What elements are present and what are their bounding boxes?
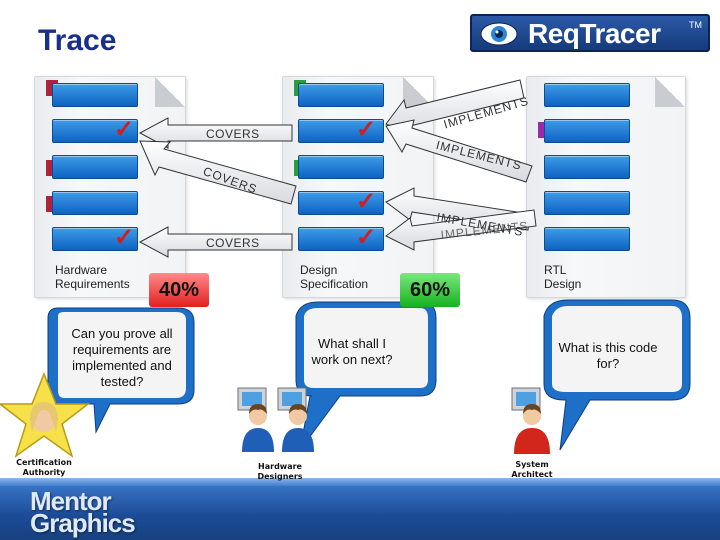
designer-body	[282, 428, 314, 452]
design-coverage-badge: 60%	[400, 273, 460, 307]
covers-label-bottom: COVERS	[206, 236, 260, 250]
requirement-box[interactable]	[52, 191, 138, 215]
system-architect-label: System Architect	[511, 460, 553, 479]
rtl-design-document	[526, 76, 686, 298]
specification-box[interactable]	[298, 83, 384, 107]
logo-trademark: TM	[689, 20, 702, 30]
covers-arrow-bottom	[138, 226, 293, 258]
check-icon: ✓	[356, 188, 377, 215]
design-document-label: Design Specification	[300, 263, 369, 291]
implements-arrow-mid	[385, 119, 533, 183]
requirement-box[interactable]	[52, 227, 138, 251]
code-box[interactable]	[544, 155, 630, 179]
certification-bubble-inner	[58, 312, 186, 398]
system-bubble-inner	[552, 306, 682, 392]
page-title: Trace	[38, 24, 117, 57]
requirement-box[interactable]	[52, 155, 138, 179]
page-fold	[155, 77, 185, 107]
requirement-box[interactable]	[52, 83, 138, 107]
eye-icon	[480, 22, 518, 46]
designer-head	[249, 407, 267, 425]
reqtracer-logo: ReqTracer TM	[470, 14, 710, 52]
rtl-document-label: RTL Design	[544, 263, 582, 291]
certification-question: Can you prove all requirements are imple…	[71, 326, 173, 389]
system-question: What is this code for?	[558, 340, 658, 371]
hardware-coverage-badge: 40%	[149, 273, 209, 307]
check-icon: ✓	[114, 116, 135, 143]
hardware-requirements-document	[34, 76, 186, 298]
architect-body	[514, 428, 550, 454]
specification-box[interactable]	[298, 119, 384, 143]
hardware-bubble-inner	[304, 308, 428, 388]
page-fold	[403, 77, 433, 107]
hardware-question: What shall I work on next?	[311, 336, 393, 367]
footer-bar	[0, 478, 720, 540]
check-icon: ✓	[114, 224, 135, 251]
check-icon: ✓	[356, 116, 377, 143]
certification-authority-label: Certification Authority	[16, 458, 72, 477]
check-icon: ✓	[356, 224, 377, 251]
footer-stripe	[0, 478, 720, 486]
architect-head	[523, 407, 541, 425]
specification-box[interactable]	[298, 155, 384, 179]
code-box[interactable]	[544, 83, 630, 107]
code-box[interactable]	[544, 191, 630, 215]
hardware-designers-label: Hardware Designers	[257, 462, 303, 481]
implements-arrow-low2	[385, 209, 537, 251]
designer-body	[242, 428, 274, 452]
hardware-document-label: Hardware Requirements	[55, 263, 130, 291]
specification-box[interactable]	[298, 191, 384, 215]
specification-box[interactable]	[298, 227, 384, 251]
code-box[interactable]	[544, 119, 630, 143]
designer-head	[289, 407, 307, 425]
authority-hair	[30, 402, 58, 432]
covers-arrow-diagonal	[139, 140, 297, 205]
covers-label-top: COVERS	[206, 127, 260, 141]
mentor-graphics-logo: Mentor Graphics	[30, 486, 136, 538]
covers-arrow-top	[138, 117, 293, 149]
code-box[interactable]	[544, 227, 630, 251]
requirement-box[interactable]	[52, 119, 138, 143]
logo-text: ReqTracer	[528, 18, 661, 49]
page-fold	[655, 77, 685, 107]
